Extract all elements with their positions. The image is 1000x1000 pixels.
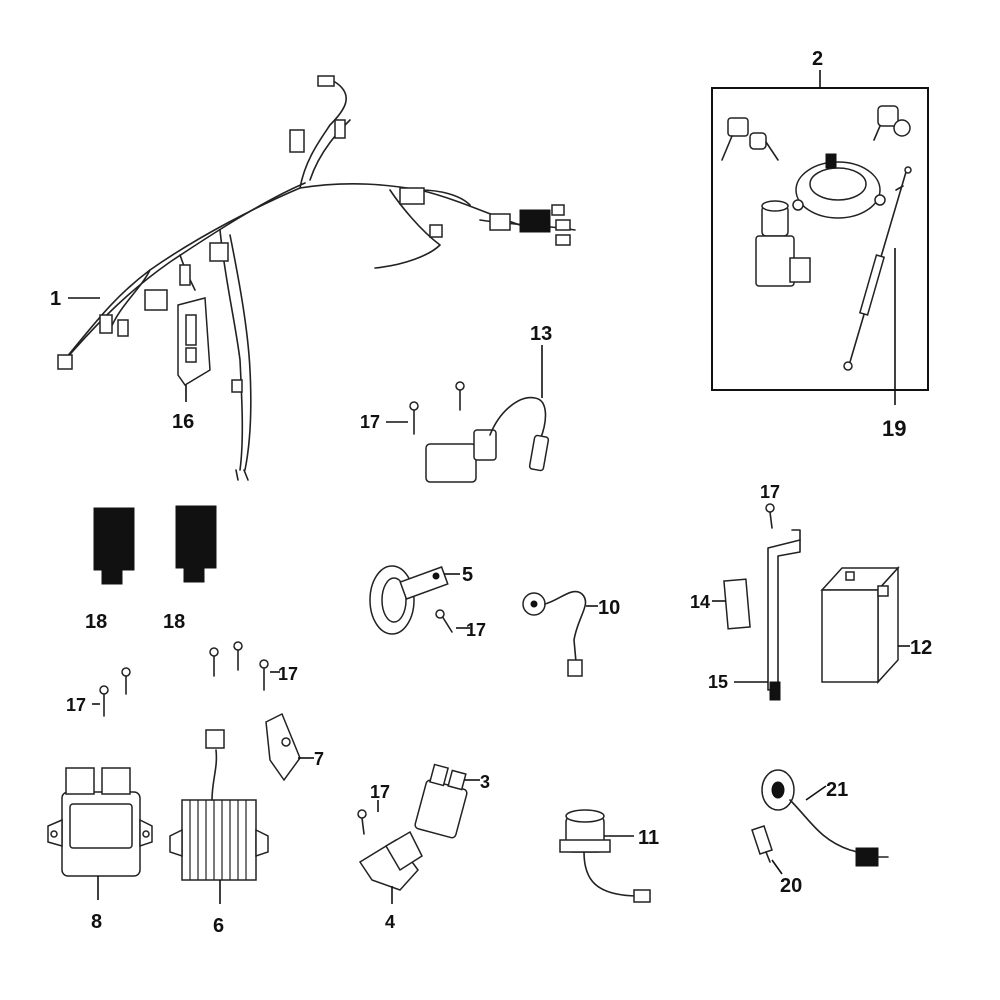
battery-pad-part-14[interactable] [723,578,751,630]
callout-5: 5 [462,564,473,586]
bolt-pair-coil[interactable] [409,381,465,435]
callout-15: 15 [708,672,728,692]
callout-4: 4 [385,912,395,932]
sensor-part-11[interactable] [559,809,651,903]
callout-21: 21 [826,779,848,801]
starter-relay-part-3[interactable] [414,763,468,839]
fuel-cap-lock[interactable] [792,153,886,219]
callout-17b: 17 [466,620,486,640]
ignition-switch[interactable] [755,200,811,287]
callout-20: 20 [780,875,802,897]
ignition-coil-part-13[interactable] [425,396,550,483]
bracket-part-7[interactable] [265,712,301,782]
callout-18a: 18 [85,611,107,633]
bolt-set-center[interactable] [209,641,269,691]
sensor-part-21[interactable] [761,769,889,867]
battery-strap-part-15[interactable] [767,529,801,701]
callout-19: 19 [882,416,906,441]
callout-3: 3 [480,772,490,792]
horn-part-5[interactable] [369,565,449,635]
callout-1: 1 [50,288,61,310]
bolt-part-20[interactable] [751,825,773,863]
seat-cable-part-19[interactable] [843,166,912,371]
battery-part-12[interactable] [820,566,900,684]
key-set[interactable] [721,117,779,161]
callout-7: 7 [314,749,324,769]
wiring-harness-part-1[interactable] [57,75,576,481]
callout-17d: 17 [66,695,86,715]
bolt-horn[interactable] [435,609,453,633]
callout-17e: 17 [278,664,298,684]
relay-part-18-right[interactable] [175,505,217,583]
regulator-part-6[interactable] [169,729,269,881]
callout-13: 13 [530,323,552,345]
callout-17a: 17 [360,412,380,432]
bolt-bracket[interactable] [765,503,775,529]
callout-8: 8 [91,911,102,933]
lock-set-box-part-2: 2 [711,48,929,391]
callout-10: 10 [598,597,620,619]
bolt-relay[interactable] [357,809,367,835]
relay-holder-part-4[interactable] [358,830,423,891]
callout-14: 14 [690,592,710,612]
callout-6: 6 [213,915,224,937]
callout-17f: 17 [370,782,390,802]
callout-17c: 17 [760,482,780,502]
callout-12: 12 [910,637,932,659]
sensor-part-10[interactable] [522,590,587,677]
seat-lock[interactable] [873,105,911,141]
callout-18b: 18 [163,611,185,633]
bolt-set-left[interactable] [99,667,131,717]
relay-part-18-left[interactable] [93,507,135,585]
callout-2: 2 [812,48,823,70]
ecu-unit-part-8[interactable] [47,767,153,877]
callout-16: 16 [172,411,194,433]
callout-11: 11 [638,827,659,849]
harness-tag-part-16[interactable] [177,297,211,387]
